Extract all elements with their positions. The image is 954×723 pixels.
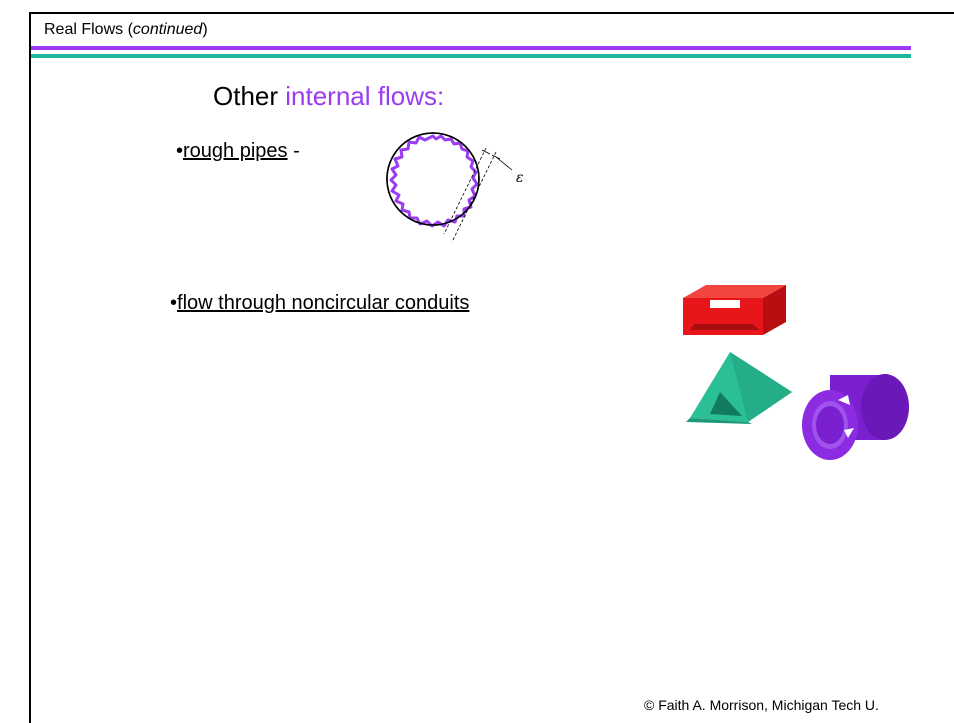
pipe-rough-wall xyxy=(389,134,479,228)
bullet-suffix: - xyxy=(287,140,300,162)
rough-pipes-link[interactable]: rough pipes xyxy=(183,140,288,162)
bullet-noncircular: •flow through noncircular conduits xyxy=(170,292,469,315)
header-paren-close: ) xyxy=(202,21,208,38)
header-paren-open: ( xyxy=(123,21,133,38)
rough-pipe-diagram: ε xyxy=(386,132,524,243)
slide-frame-left xyxy=(29,12,31,723)
header-rule-green xyxy=(31,54,911,58)
bullet-marker: • xyxy=(170,292,178,314)
slide-header: Real Flows (continued) xyxy=(44,21,208,39)
header-title: Real Flows xyxy=(44,21,124,38)
bullet-marker: • xyxy=(176,140,184,162)
pipe-outline xyxy=(386,132,480,226)
page-title: Other internal flows: xyxy=(213,81,444,112)
bullet-rough-pipes: •rough pipes - xyxy=(176,140,300,163)
title-accent: internal flows: xyxy=(285,81,445,111)
epsilon-line-outer xyxy=(451,151,497,243)
triangular-duct-icon xyxy=(686,352,792,424)
epsilon-label: ε xyxy=(516,170,524,186)
noncircular-conduits-link[interactable]: flow through noncircular conduits xyxy=(177,292,470,314)
header-rule-purple xyxy=(31,46,911,50)
epsilon-leader xyxy=(495,156,513,171)
epsilon-tick-1 xyxy=(481,149,491,155)
rectangular-duct-icon xyxy=(683,285,786,335)
epsilon-line-inner xyxy=(443,147,487,235)
annular-duct-icon xyxy=(802,374,909,460)
slide-frame-top xyxy=(29,12,954,14)
noncircular-conduits-illustration xyxy=(683,285,909,460)
footer-copyright: © Faith A. Morrison, Michigan Tech U. xyxy=(644,697,879,713)
header-subtitle: continued xyxy=(132,21,203,38)
title-prefix: Other xyxy=(213,81,286,111)
